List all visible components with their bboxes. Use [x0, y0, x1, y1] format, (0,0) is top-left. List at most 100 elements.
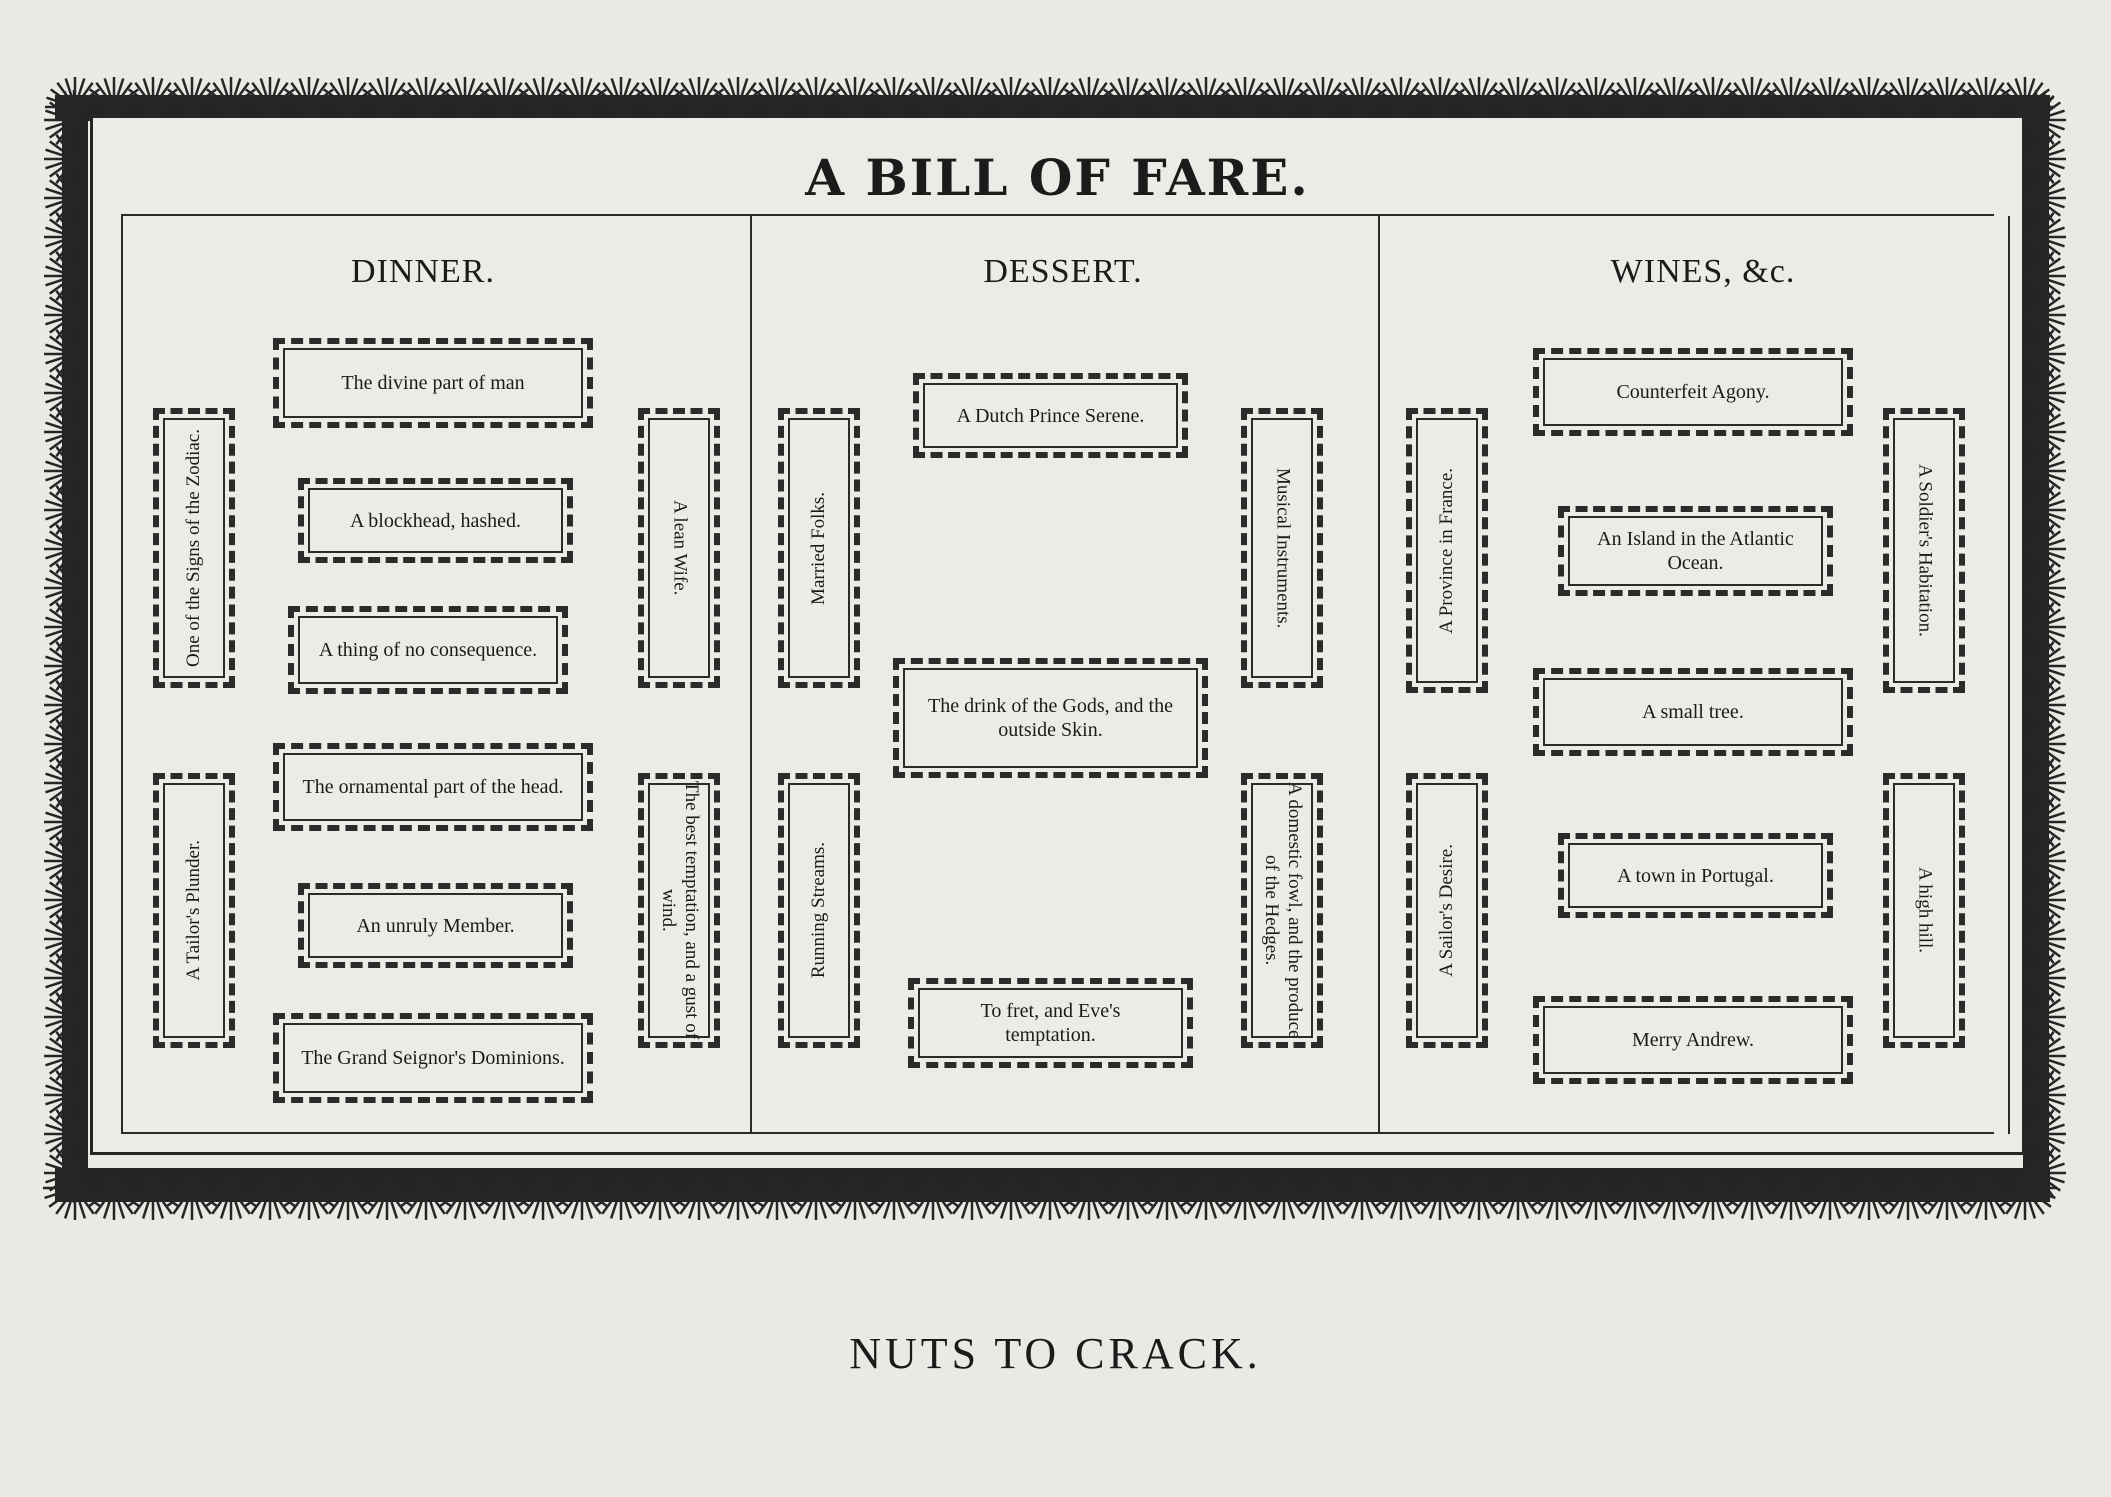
sunburst-ornament [2026, 246, 2066, 306]
sunburst-ornament [1876, 1177, 1940, 1220]
sunburst-ornament [44, 129, 84, 189]
sunburst-ornament [1098, 77, 1158, 117]
sunburst-ornament [1605, 77, 1665, 117]
dessert-side-dish: A domestic fowl, and the produce of the … [1241, 773, 1323, 1048]
sunburst-ornament [2026, 1143, 2066, 1203]
sunburst-ornament [942, 77, 1002, 117]
wine-item: A small tree. [1533, 668, 1853, 756]
sunburst-ornament [44, 519, 84, 579]
sunburst-ornament [745, 1177, 809, 1220]
sunburst-ornament [1059, 77, 1119, 117]
dinner-side-dish: One of the Signs of the Zodiac. [153, 408, 235, 688]
sunburst-ornament [1020, 77, 1080, 117]
sunburst-ornament [44, 1104, 84, 1164]
sunburst-ornament [1488, 77, 1548, 117]
dish-label: A Province in France. [1435, 467, 1457, 634]
sunburst-ornament [82, 1177, 146, 1220]
sunburst-ornament [784, 1177, 848, 1220]
sunburst-ornament [1956, 77, 2016, 117]
sunburst-ornament [44, 1143, 84, 1203]
sunburst-ornament [2026, 558, 2066, 618]
dessert-side-dish: Running Streams. [778, 773, 860, 1048]
bottom-rule [121, 1132, 1994, 1134]
column-rule-2 [1378, 216, 1380, 1134]
dessert-side-dish: Musical Instruments. [1241, 408, 1323, 688]
sunburst-ornament [44, 441, 84, 501]
dinner-side-dish: A lean Wife. [638, 408, 720, 688]
sunburst-ornament [1878, 77, 1938, 117]
dinner-side-dish: A Tailor's Plunder. [153, 773, 235, 1048]
sunburst-ornament [552, 77, 612, 117]
sunburst-ornament [44, 870, 84, 930]
dish-label: The best temptation, and a gust of wind. [658, 781, 702, 1040]
sunburst-ornament [1525, 1177, 1589, 1220]
sunburst-ornament [44, 363, 84, 423]
sunburst-ornament [589, 1177, 653, 1220]
sunburst-border-ornament [43, 77, 2066, 1220]
sunburst-ornament [2026, 480, 2066, 540]
sunburst-ornament [2026, 363, 2066, 423]
sunburst-ornament [1410, 77, 1470, 117]
sunburst-ornament [981, 77, 1041, 117]
sunburst-ornament [669, 77, 729, 117]
dinner-dish: A thing of no consequence. [288, 606, 568, 694]
sunburst-ornament [2026, 792, 2066, 852]
column-rule-right [2008, 216, 2010, 1134]
sunburst-ornament [44, 753, 84, 813]
dish-label: Running Streams. [807, 842, 829, 979]
dish-label: A Tailor's Plunder. [182, 840, 204, 981]
sunburst-ornament [396, 77, 456, 117]
sunburst-ornament [2026, 909, 2066, 969]
dinner-dish: The ornamental part of the head. [273, 743, 593, 831]
sunburst-ornament [44, 558, 84, 618]
sunburst-ornament [44, 675, 84, 735]
sunburst-ornament [1683, 77, 1743, 117]
sunburst-ornament [2026, 714, 2066, 774]
sunburst-ornament [44, 987, 84, 1047]
sunburst-ornament [44, 909, 84, 969]
sunburst-ornament [1993, 1177, 2057, 1220]
sunburst-ornament [318, 77, 378, 117]
sunburst-ornament [240, 77, 300, 117]
wine-item: An Island in the Atlantic Ocean. [1558, 506, 1833, 596]
sunburst-ornament [44, 324, 84, 384]
dish-label: A domestic fowl, and the produce of the … [1261, 782, 1305, 1039]
sunburst-ornament [44, 948, 84, 1008]
sunburst-ornament [435, 77, 495, 117]
bill-of-fare-panel: A BILL OF FARE. DINNER. DESSERT. WINES, … [90, 115, 2025, 1155]
column-heading-dinner: DINNER. [351, 253, 495, 290]
sunburst-ornament [2026, 831, 2066, 891]
wine-item: Counterfeit Agony. [1533, 348, 1853, 436]
sunburst-ornament [1798, 1177, 1862, 1220]
sunburst-ornament [1332, 77, 1392, 117]
dish-label: Married Folks. [807, 491, 829, 605]
dish-label: A high hill. [1914, 867, 1936, 954]
wine-item: A town in Portugal. [1558, 833, 1833, 918]
sunburst-ornament [2026, 324, 2066, 384]
sunburst-ornament [708, 77, 768, 117]
sunburst-ornament [1408, 1177, 1472, 1220]
sunburst-ornament [1215, 77, 1275, 117]
column-heading-wines: WINES, &c. [1610, 253, 1796, 290]
sunburst-ornament [2026, 870, 2066, 930]
sunburst-ornament [44, 246, 84, 306]
wine-side-item: A Province in France. [1406, 408, 1488, 693]
dessert-dish: A Dutch Prince Serene. [913, 373, 1188, 458]
sunburst-ornament [901, 1177, 965, 1220]
page-title: A BILL OF FARE. [805, 148, 1310, 207]
sunburst-ornament [903, 77, 963, 117]
sunburst-ornament [1759, 1177, 1823, 1220]
sunburst-ornament [44, 714, 84, 774]
sunburst-ornament [2026, 168, 2066, 228]
sunburst-ornament [1954, 1177, 2018, 1220]
sunburst-ornament [2026, 1104, 2066, 1164]
title-rule [121, 214, 1994, 216]
sunburst-ornament [1486, 1177, 1550, 1220]
sunburst-ornament [44, 1065, 84, 1125]
sunburst-ornament [44, 207, 84, 267]
wine-side-item: A high hill. [1883, 773, 1965, 1048]
sunburst-ornament [44, 597, 84, 657]
sunburst-ornament [864, 77, 924, 117]
sunburst-ornament [2026, 285, 2066, 345]
wine-item: Merry Andrew. [1533, 996, 1853, 1084]
